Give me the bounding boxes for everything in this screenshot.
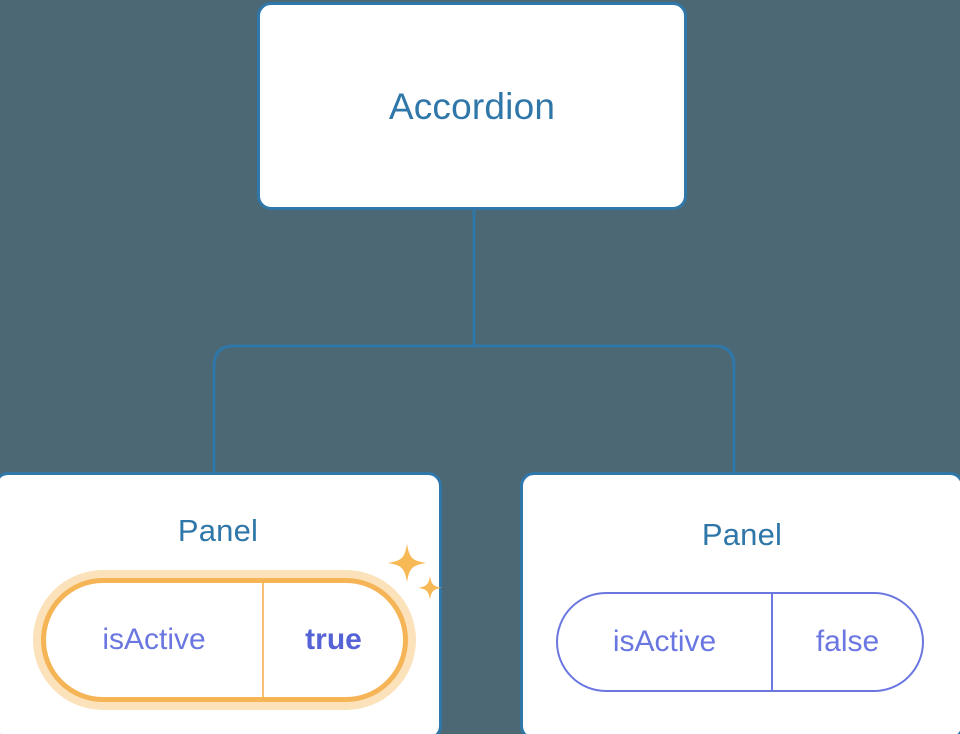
prop-key-label: isActive [558, 594, 773, 690]
prop-value-label: false [815, 625, 880, 658]
node-title-panel-inactive: Panel [701, 517, 783, 552]
connector-branch-left [212, 344, 476, 476]
node-title-panel-active: Panel [177, 513, 259, 548]
prop-pill-isactive-false[interactable]: isActive false [556, 592, 924, 692]
prop-pill-isactive-true[interactable]: isActive true [41, 578, 408, 702]
node-title-accordion: Accordion [388, 85, 556, 127]
node-card-accordion[interactable]: Accordion [257, 2, 687, 210]
prop-value-label: true [305, 623, 362, 656]
connector-branch-right [472, 344, 736, 476]
prop-key-label: isActive [46, 583, 264, 697]
